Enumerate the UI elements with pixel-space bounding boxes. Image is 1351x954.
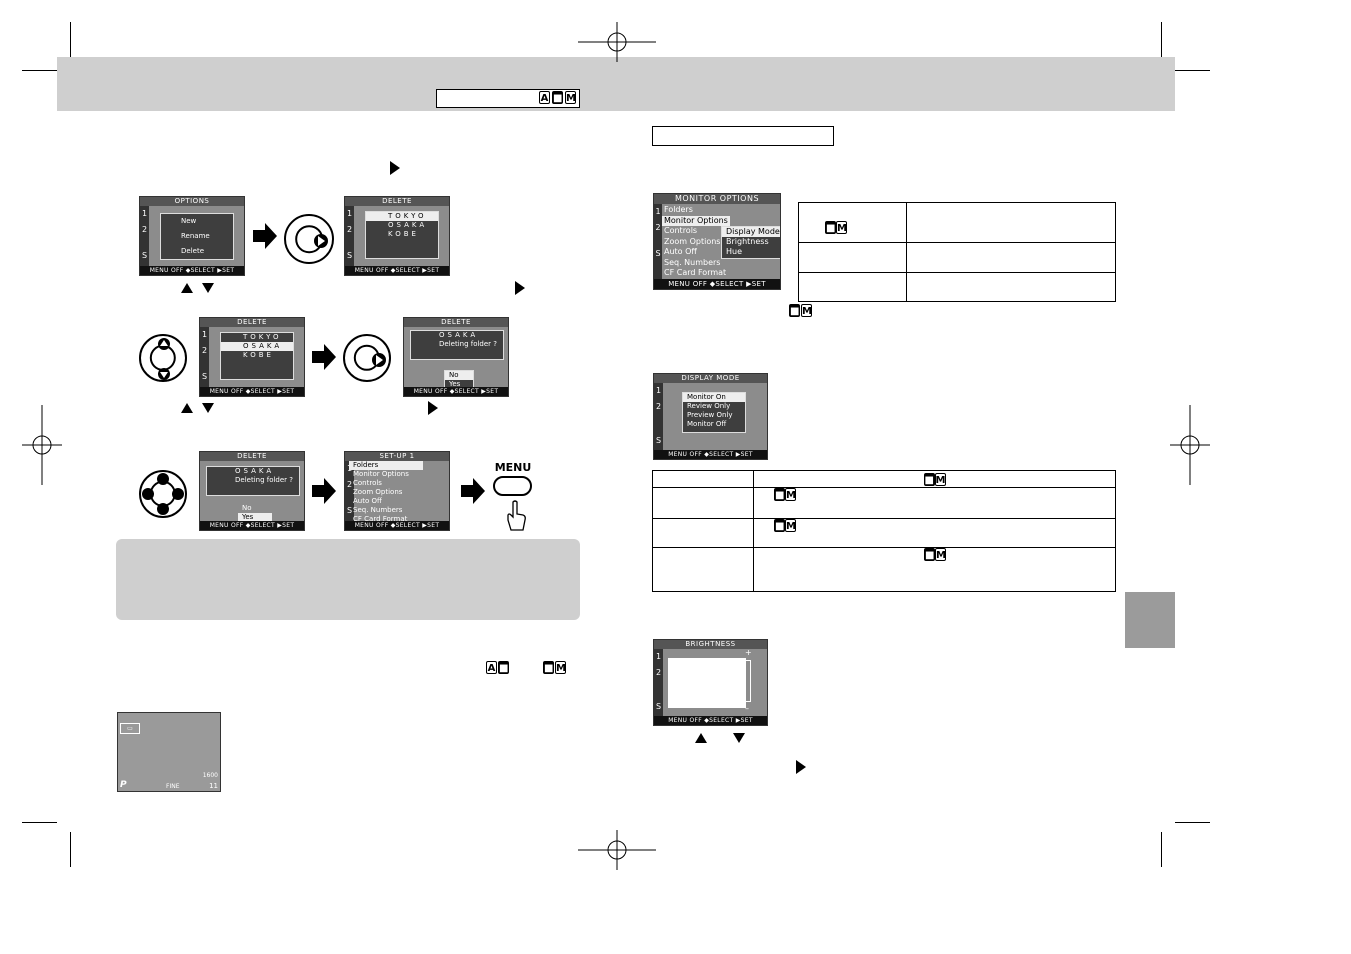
- down-arrow-icon: [202, 283, 214, 293]
- menu-button-label: MENU: [494, 461, 532, 474]
- manual-mode-icon: M: [801, 304, 812, 317]
- registration-target-icon: [1170, 405, 1210, 485]
- crop-mark: [1175, 822, 1210, 823]
- auto-mode-icon: A: [539, 91, 550, 104]
- step-arrow-icon: [461, 478, 485, 504]
- display-option[interactable]: Preview Only: [687, 411, 733, 419]
- note-box: [116, 539, 580, 620]
- mode-icons: ■M: [543, 661, 566, 674]
- setup-item[interactable]: Folders: [349, 461, 423, 470]
- up-arrow-icon: [181, 283, 193, 293]
- camera-icon: ■: [498, 661, 509, 674]
- camera-icon: ■: [543, 661, 554, 674]
- option-yes[interactable]: Yes: [238, 513, 272, 522]
- mode-indicator-box: A ■ M: [436, 89, 580, 108]
- options-table: ■M: [798, 202, 1116, 302]
- crop-mark: [1161, 832, 1162, 867]
- multi-selector-all-icon: [139, 470, 187, 518]
- crop-mark: [22, 822, 57, 823]
- folder-item-kobe[interactable]: KOBE: [388, 230, 419, 238]
- display-option[interactable]: Monitor Off: [687, 420, 727, 428]
- finger-press-icon: [507, 500, 526, 531]
- submenu-brightness[interactable]: Brightness: [726, 237, 769, 246]
- submenu-hue[interactable]: Hue: [726, 247, 743, 256]
- registration-target-icon: [578, 22, 656, 62]
- step-arrow-icon: [312, 478, 336, 504]
- display-mode-table: ■M ■M ■M ■M: [652, 470, 1116, 592]
- multi-selector-updown-icon: [139, 334, 187, 382]
- crop-mark: [1175, 70, 1210, 71]
- camera-icon: ■: [552, 91, 563, 104]
- option-no[interactable]: No: [445, 371, 473, 380]
- crop-mark: [1161, 22, 1162, 57]
- option-yes[interactable]: Yes: [449, 380, 461, 388]
- up-arrow-icon: [695, 733, 707, 743]
- submenu-display-mode[interactable]: Display Mode: [722, 227, 780, 237]
- right-arrow-icon: [390, 161, 400, 175]
- menu-item-new[interactable]: New: [181, 217, 197, 225]
- setup-item[interactable]: CF Card Format: [353, 515, 408, 523]
- display-option[interactable]: Monitor On: [683, 393, 745, 402]
- mode-icons: ■M: [789, 304, 812, 317]
- menu-item-rename[interactable]: Rename: [181, 232, 210, 240]
- down-arrow-icon: [733, 733, 745, 743]
- multi-selector-right-icon: [284, 214, 334, 264]
- option-no[interactable]: No: [242, 504, 252, 512]
- display-option[interactable]: Review Only: [687, 402, 731, 410]
- manual-mode-icon: M: [565, 91, 576, 104]
- section-heading-box: [652, 126, 834, 146]
- header-band: [57, 57, 1175, 111]
- registration-target-icon: [22, 405, 62, 485]
- right-arrow-icon: [796, 760, 806, 774]
- step-arrow-icon: [253, 223, 277, 249]
- crop-mark: [70, 22, 71, 57]
- confirm-delete-screen: DELETE OSAKA Deleting folder ? No Yes ME…: [403, 317, 509, 397]
- folder-item-tokyo[interactable]: TOKYO: [366, 212, 438, 221]
- setup-item[interactable]: Seq. Numbers: [353, 506, 403, 514]
- screen-title: OPTIONS: [140, 197, 244, 206]
- section-tab: [1125, 592, 1175, 648]
- multi-selector-right-icon: [343, 334, 391, 382]
- setup-item[interactable]: Controls: [353, 479, 382, 487]
- monitor-viewfinder: ▭ P FINE 1600 11: [117, 712, 221, 792]
- auto-mode-icon: A: [486, 661, 497, 674]
- setup-item[interactable]: Monitor Options: [353, 470, 409, 478]
- mode-icons: A■: [486, 661, 509, 674]
- registration-target-icon: [578, 830, 656, 870]
- right-arrow-icon: [515, 281, 525, 295]
- crop-mark: [22, 70, 57, 71]
- crop-mark: [70, 832, 71, 867]
- manual-mode-icon: M: [555, 661, 566, 674]
- up-arrow-icon: [181, 403, 193, 413]
- folder-item-tokyo[interactable]: TOKYO: [243, 333, 282, 341]
- camera-icon: ■: [789, 304, 800, 317]
- screen-footer: MENU OFF ◆SELECT ▶SET: [140, 266, 244, 275]
- menu-item-delete[interactable]: Delete: [181, 247, 204, 255]
- folder-item-osaka[interactable]: OSAKA: [221, 342, 293, 351]
- setup-screen: SET-UP 1 12S Folders Monitor Options Con…: [344, 451, 450, 531]
- setup-item[interactable]: Auto Off: [353, 497, 382, 505]
- folder-item-osaka[interactable]: OSAKA: [388, 221, 428, 229]
- confirm-delete-yes-screen: DELETE OSAKA Deleting folder ? No Yes ME…: [199, 451, 305, 531]
- folder-item-kobe[interactable]: KOBE: [243, 351, 274, 359]
- step-arrow-icon: [312, 344, 336, 370]
- menu-button[interactable]: [493, 476, 532, 496]
- right-arrow-icon: [428, 401, 438, 415]
- down-arrow-icon: [202, 403, 214, 413]
- setup-item[interactable]: Zoom Options: [353, 488, 403, 496]
